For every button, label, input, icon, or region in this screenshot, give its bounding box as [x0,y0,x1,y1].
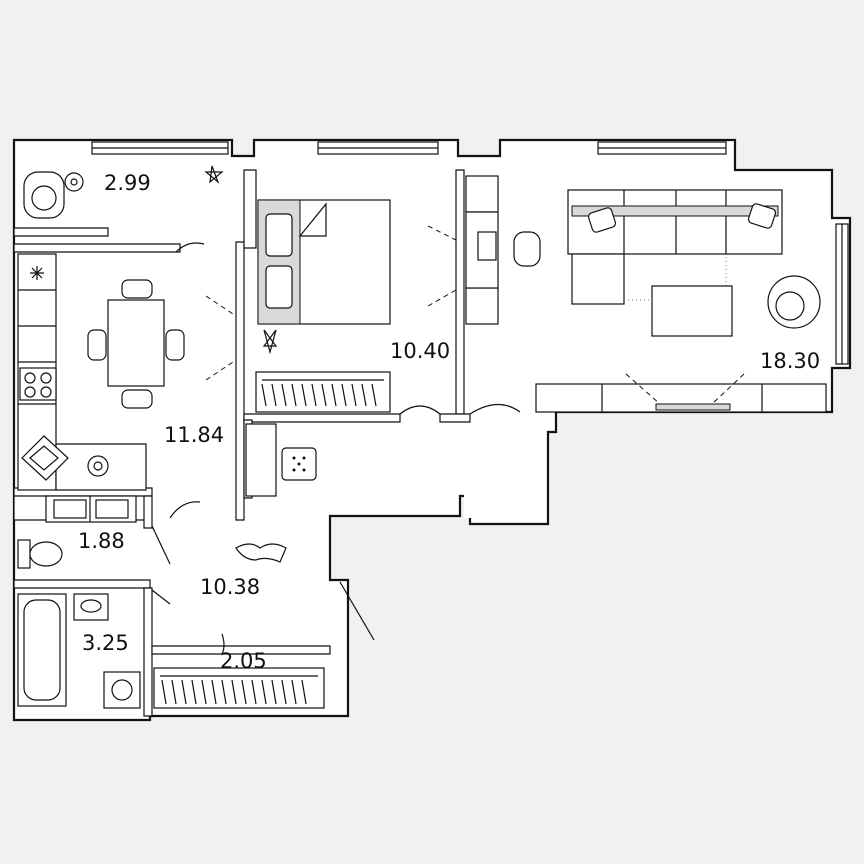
area-label-living-room: 18.30 [760,349,820,373]
area-label-storage: 2.05 [220,649,267,673]
armchair [767,275,821,329]
sofa [567,189,783,305]
balcony-chair [23,171,65,219]
washing-machine-icon [103,671,141,709]
bathtub [17,593,67,707]
area-label-kitchen: 11.84 [164,423,224,447]
plant-icon [262,329,278,355]
sink-icon [21,435,69,481]
doors [151,242,521,655]
dining-table [87,279,185,409]
storage-rack [153,667,325,709]
coffee-table [651,285,733,337]
balcony-table [64,172,84,192]
desk [465,175,541,325]
windows [91,141,849,365]
bed [257,199,391,325]
stove-icon [19,367,57,401]
cat-icon [235,543,287,563]
area-label-bedroom: 10.40 [390,339,450,363]
area-label-toilet: 1.88 [78,529,125,553]
toilet-icon [29,541,63,567]
area-label-balcony: 2.99 [104,171,151,195]
bedroom-wardrobe [255,371,391,413]
washbasin [73,593,109,621]
tv-unit [535,373,827,413]
hall-wardrobe [245,423,317,497]
kitchen-door-swing [205,295,237,381]
apartment-outline [12,138,852,722]
area-label-bathroom: 3.25 [82,631,129,655]
plant-icon [204,165,224,184]
rug-outline [624,254,727,301]
dishwasher-icon [87,455,109,477]
area-label-hallway: 10.38 [200,575,260,599]
fridge-icon [30,266,44,280]
toilet-room [17,495,137,569]
